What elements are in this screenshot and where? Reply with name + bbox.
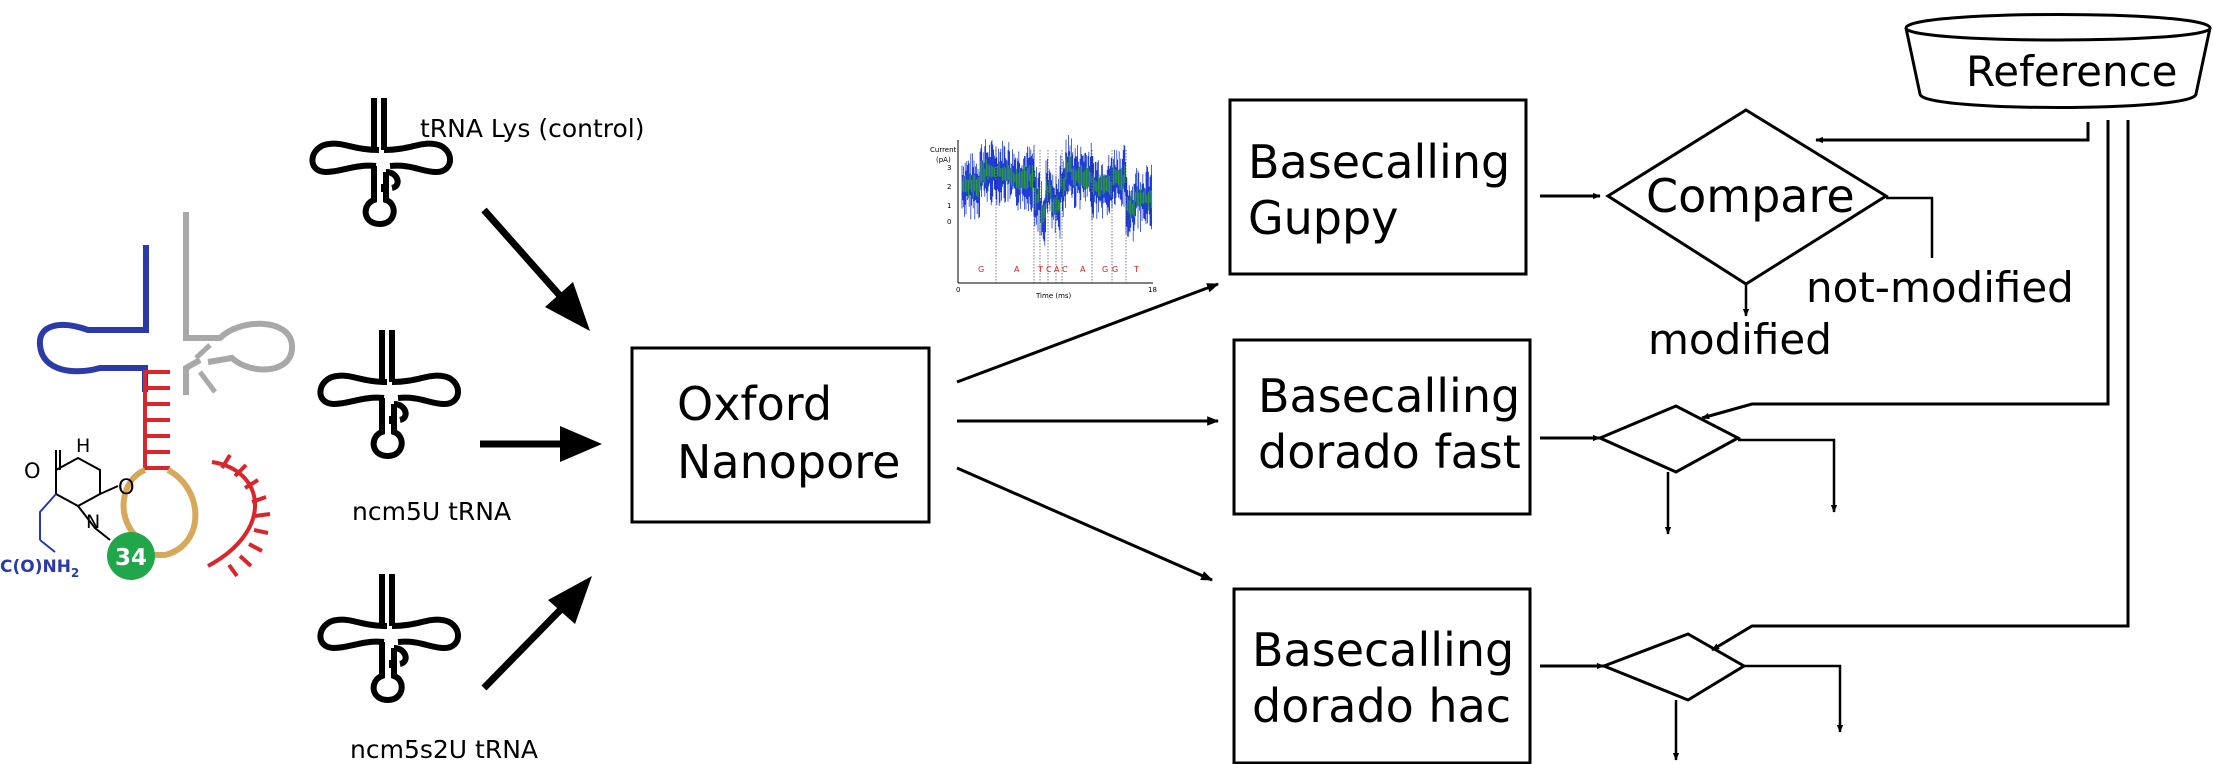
reference-database: Reference bbox=[1904, 13, 2212, 109]
nanopore-output-arrows bbox=[956, 282, 1220, 582]
atom-nh: H bbox=[76, 435, 90, 457]
basecalling-dorado-hac-box bbox=[1232, 587, 1532, 764]
signal-trace-raw bbox=[961, 135, 1152, 246]
signal-base-label: A bbox=[1054, 265, 1060, 274]
signal-base-label: C bbox=[1062, 265, 1068, 274]
signal-base-label: T bbox=[1037, 265, 1043, 274]
signal-base-label: G bbox=[978, 265, 984, 274]
position-34-circle bbox=[107, 532, 155, 580]
compare-label: Compare bbox=[1646, 169, 1855, 223]
basecalling-dorado-fast-box bbox=[1232, 338, 1532, 516]
stem-base-pairs bbox=[143, 370, 170, 470]
signal-xlabel: Time (ms) bbox=[1035, 292, 1072, 300]
signal-ylabel-1: Current bbox=[930, 146, 957, 154]
nanopore-line1: Oxford bbox=[677, 377, 832, 431]
signal-ylabel-2: (pA) bbox=[936, 156, 951, 164]
signal-ytick-2: 1 bbox=[947, 202, 951, 210]
modified-trna-structure: 34 O H O N C(O)NH2 bbox=[0, 212, 295, 580]
arrow-to-dorado-hac bbox=[956, 466, 1214, 582]
basecalling-guppy-box bbox=[1228, 98, 1528, 276]
trna-icon-ncm5u bbox=[320, 330, 458, 456]
signal-ytick-1: 2 bbox=[947, 183, 951, 191]
compare-diamond bbox=[1605, 108, 1889, 286]
reference-to-fast bbox=[1701, 120, 2110, 420]
signal-xtick-1: 18 bbox=[1148, 286, 1157, 294]
signal-base-label: A bbox=[1080, 265, 1086, 274]
signal-base-label: G bbox=[1112, 265, 1118, 274]
nanopore-line2: Nanopore bbox=[677, 435, 900, 489]
signal-ytick-3: 0 bbox=[947, 218, 951, 226]
reference-to-compare bbox=[1815, 122, 2090, 144]
trna-icon-ncm5s2u bbox=[320, 574, 458, 700]
arrow-fast-not-modified bbox=[1738, 438, 1838, 513]
input-arrows bbox=[480, 207, 573, 691]
nanopore-box bbox=[630, 346, 931, 524]
mrna-codon-arc bbox=[207, 453, 271, 578]
basecalling-dorado-fast-line2: dorado fast bbox=[1258, 425, 1521, 479]
basecalling-dorado-fast-line1: Basecalling bbox=[1258, 369, 1520, 423]
label-trna-control: tRNA Lys (control) bbox=[420, 114, 645, 143]
label-trna-ncm5s2u: ncm5s2U tRNA bbox=[350, 735, 538, 764]
arrow-ncm5s2u-to-nanopore bbox=[481, 597, 573, 691]
arrow-to-guppy bbox=[956, 282, 1220, 384]
signal-xtick-0: 0 bbox=[956, 286, 960, 294]
basecalling-dorado-hac-line2: dorado hac bbox=[1252, 679, 1511, 733]
d-arm bbox=[36, 245, 149, 392]
signal-base-label: C bbox=[1046, 265, 1052, 274]
basecalling-guppy-line2: Guppy bbox=[1248, 191, 1398, 245]
signal-base-label: A bbox=[1014, 265, 1020, 274]
outcome-not-modified: not-modified bbox=[1806, 263, 2074, 312]
arrow-hac-not-modified bbox=[1744, 664, 1844, 733]
atom-o-top: O bbox=[24, 459, 41, 483]
label-trna-ncm5u: ncm5U tRNA bbox=[352, 497, 511, 526]
substituent-label: C(O)NH2 bbox=[0, 557, 79, 580]
signal-base-label: T bbox=[1133, 265, 1139, 274]
line-compare-not-modified bbox=[1886, 196, 1934, 258]
basecalling-dorado-hac-line1: Basecalling bbox=[1252, 623, 1514, 677]
signal-trace-segments bbox=[961, 155, 1153, 226]
atom-o-right: O bbox=[118, 475, 135, 499]
input-arrowheads bbox=[545, 282, 602, 624]
reference-label: Reference bbox=[1966, 47, 2178, 96]
signal-ytick-0: 3 bbox=[947, 164, 951, 172]
outcome-modified: modified bbox=[1648, 315, 1832, 364]
decision-diamond-fast bbox=[1596, 404, 1742, 474]
reference-to-hac bbox=[1711, 120, 2130, 652]
basecalling-guppy-line1: Basecalling bbox=[1248, 135, 1510, 189]
signal-base-label: G bbox=[1102, 265, 1108, 274]
arrow-control-to-nanopore bbox=[481, 207, 573, 310]
acceptor-arm bbox=[183, 212, 295, 395]
position-label: 34 bbox=[115, 545, 147, 571]
atom-n: N bbox=[86, 511, 100, 533]
